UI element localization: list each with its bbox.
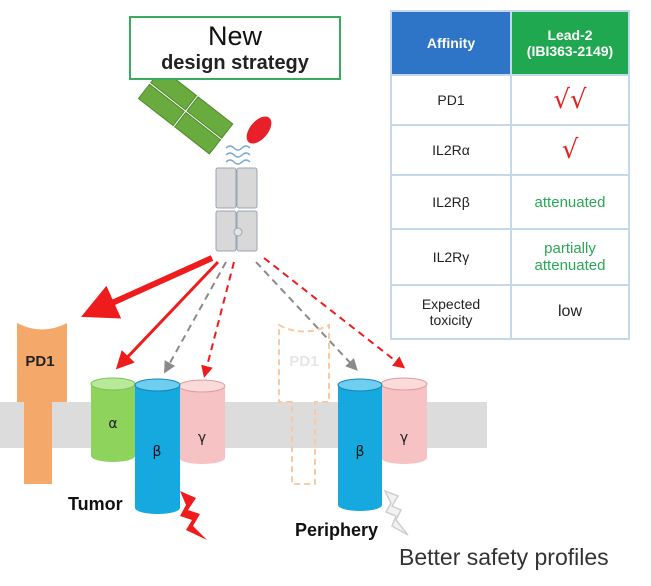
beta-label: β (153, 444, 162, 460)
arrow-to-gamma-tumor (201, 261, 235, 378)
cytokine-ellipse (246, 116, 272, 144)
row-label: IL2Rα (390, 124, 512, 176)
row-label: IL2Rγ (390, 228, 512, 286)
gamma-periphery-label: γ (400, 430, 408, 446)
pd1-ghost-label: PD1 (289, 353, 318, 370)
faint-lightning-icon (383, 489, 409, 536)
lightning-bolt-icon (180, 491, 207, 540)
il2r-gamma-tumor: γ (178, 379, 226, 464)
il2r-alpha: α (90, 377, 136, 462)
arrow-to-pd1 (81, 255, 214, 319)
row-value: √ (510, 124, 630, 176)
header-lead: Lead-2 (IBI363-2149) (510, 10, 630, 76)
strategy-subtitle: design strategy (161, 52, 309, 74)
pd1-receptor (17, 323, 67, 484)
strategy-title: New (207, 21, 262, 51)
affinity-table: Affinity Lead-2 (IBI363-2149) PD1 √√ IL2… (390, 10, 630, 340)
row-value: √√ (510, 74, 630, 126)
header-lead-name: Lead-2 (547, 27, 593, 43)
il2r-gamma-periphery: γ (380, 377, 428, 464)
row-label: Expected toxicity (390, 284, 512, 340)
arrow-to-alpha (115, 260, 220, 370)
periphery-label: Periphery (295, 520, 379, 540)
il2r-beta-tumor: β (134, 378, 181, 514)
arrow-to-beta-periphery (255, 261, 358, 371)
arrow-to-beta-tumor (164, 261, 227, 374)
row-value: attenuated (510, 174, 630, 230)
tumor-label: Tumor (68, 494, 123, 514)
pd1-receptor-ghost (278, 323, 330, 485)
table-row: IL2Rγ partially attenuated (390, 228, 630, 286)
antibody-molecule (137, 67, 272, 252)
beta-periphery-label: β (356, 444, 365, 460)
pd1-label: PD1 (25, 353, 54, 370)
new-design-strategy-box: New design strategy (129, 16, 341, 80)
row-value: partially attenuated (510, 228, 630, 286)
row-value-line2: attenuated (534, 257, 606, 274)
table-row: Expected toxicity low (390, 284, 630, 340)
header-lead-code: (IBI363-2149) (526, 43, 614, 59)
table-row: PD1 √√ (390, 74, 630, 126)
arrow-to-gamma-periphery (263, 257, 406, 369)
safety-caption: Better safety profiles (399, 544, 609, 570)
gamma-label: γ (198, 430, 206, 446)
alpha-label: α (108, 416, 117, 432)
row-label: PD1 (390, 74, 512, 126)
row-label: IL2Rβ (390, 174, 512, 230)
header-affinity: Affinity (390, 10, 512, 76)
row-value-line1: partially (544, 240, 596, 257)
il2r-beta-periphery: β (337, 378, 383, 511)
row-label-line1: Expected (421, 296, 481, 312)
row-value: low (510, 284, 630, 340)
table-row: IL2Rβ attenuated (390, 174, 630, 230)
table-row: IL2Rα √ (390, 124, 630, 176)
row-label-line2: toxicity (429, 312, 473, 328)
